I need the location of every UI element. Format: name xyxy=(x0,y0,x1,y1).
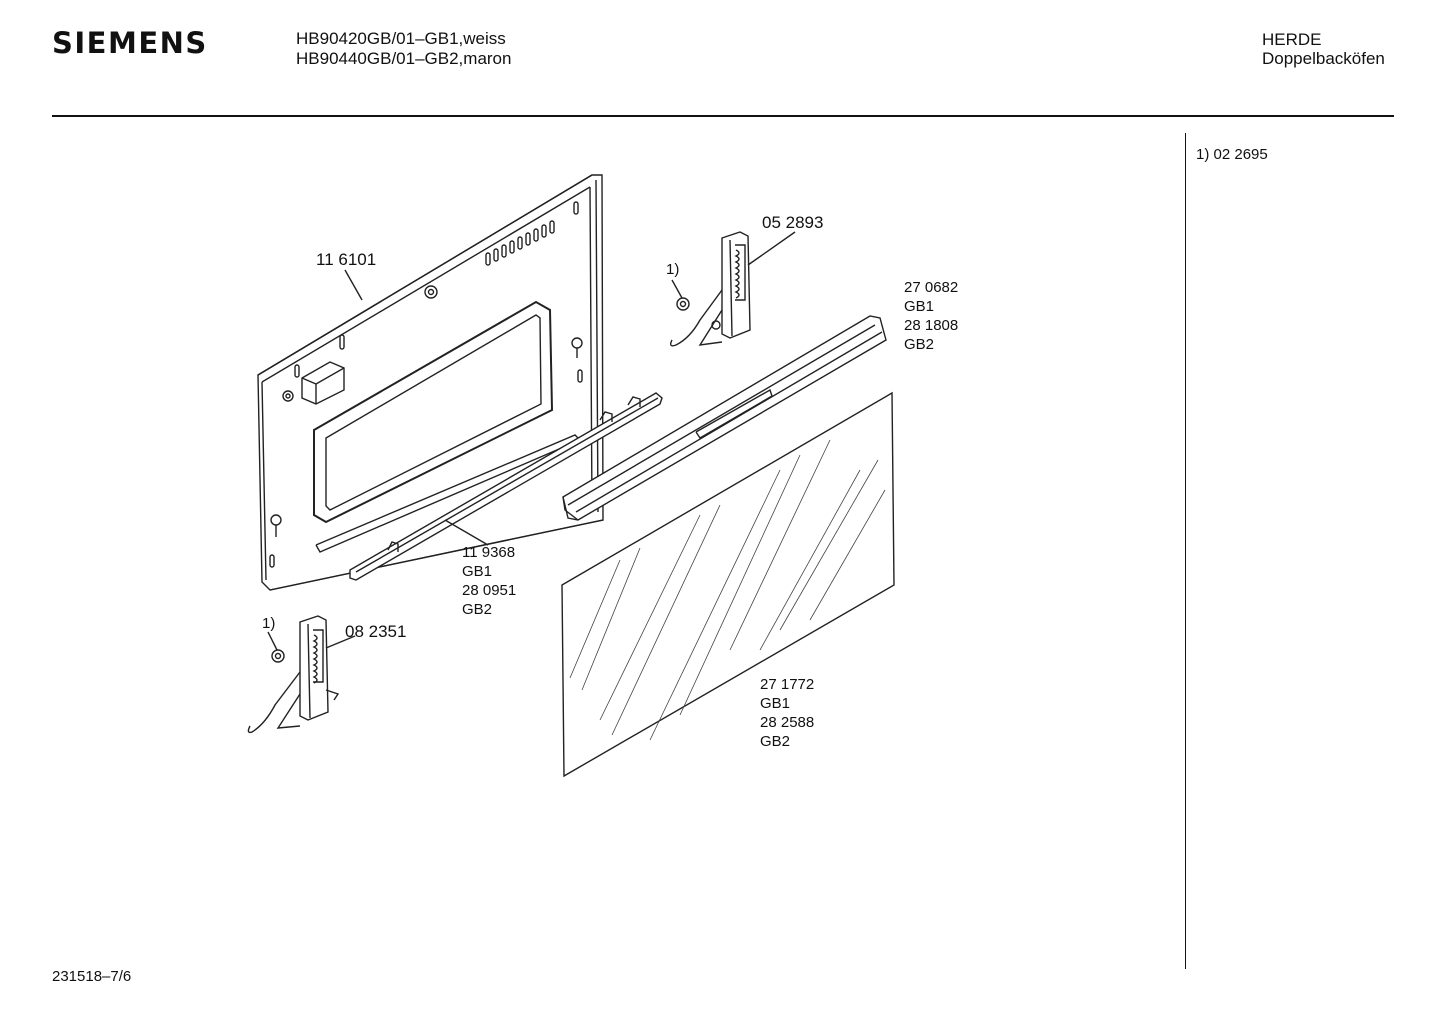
model-list: HB90420GB/01–GB1,weiss HB90440GB/01–GB2,… xyxy=(296,29,511,69)
label-glass-1: 27 1772 xyxy=(760,676,814,693)
sidebar-divider xyxy=(1185,133,1186,969)
leader-lines xyxy=(267,231,796,651)
model-line-1: HB90420GB/01–GB1,weiss xyxy=(296,29,506,48)
label-handle-strip-2-variant: GB2 xyxy=(904,336,934,353)
label-lower-hinge-note: 1) xyxy=(262,615,275,632)
lower-hinge xyxy=(247,615,340,734)
label-lower-strip-1: 11 9368 xyxy=(462,544,515,561)
label-lower-hinge: 08 2351 xyxy=(345,622,406,641)
document-number: 231518–7/6 xyxy=(52,968,132,985)
vent-slots xyxy=(485,220,555,266)
label-inner-door-panel: 11 6101 xyxy=(316,250,376,269)
lower-strip xyxy=(349,392,663,581)
label-handle-strip-1-variant: GB1 xyxy=(904,298,934,315)
glass-pane xyxy=(561,391,895,778)
label-glass-2: 28 2588 xyxy=(760,714,814,731)
label-lower-strip-1-variant: GB1 xyxy=(462,563,492,580)
label-handle-strip-1: 27 0682 xyxy=(904,279,958,296)
part-labels: 11 6101 05 2893 1) 27 0682 GB1 28 1808 G… xyxy=(262,213,958,750)
brand-logo: SIEMENS xyxy=(52,26,208,60)
label-upper-hinge-note: 1) xyxy=(666,261,679,278)
header-divider xyxy=(52,115,1394,117)
category-line-1: HERDE xyxy=(1262,30,1322,49)
handle-strip xyxy=(562,315,887,521)
label-lower-strip-2: 28 0951 xyxy=(462,582,516,599)
label-glass-2-variant: GB2 xyxy=(760,733,790,750)
product-category: HERDE Doppelbacköfen xyxy=(1262,30,1385,68)
label-lower-strip-2-variant: GB2 xyxy=(462,601,492,618)
upper-hinge xyxy=(669,231,751,347)
footnote: 1) 02 2695 xyxy=(1196,146,1268,163)
label-upper-hinge: 05 2893 xyxy=(762,213,823,232)
model-line-2: HB90440GB/01–GB2,maron xyxy=(296,49,512,68)
label-glass-1-variant: GB1 xyxy=(760,695,790,712)
category-line-2: Doppelbacköfen xyxy=(1262,49,1385,68)
label-handle-strip-2: 28 1808 xyxy=(904,317,958,334)
